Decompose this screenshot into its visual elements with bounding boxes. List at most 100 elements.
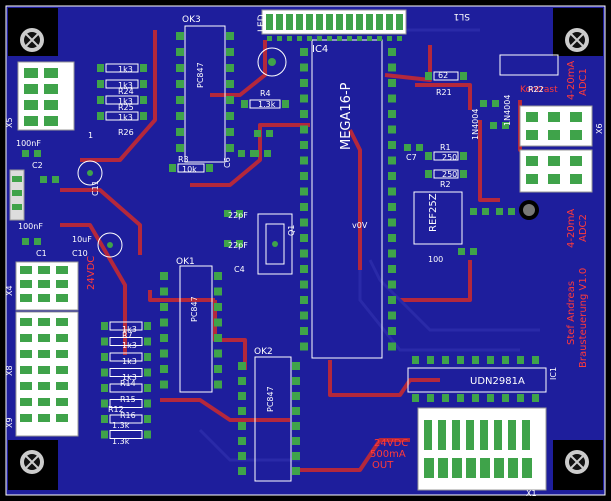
- ok2-pin: [292, 392, 300, 400]
- mcu-pin: [388, 218, 396, 227]
- header-pin: [357, 36, 362, 41]
- resistor-pad: [144, 337, 151, 346]
- r1-label: R1: [440, 143, 451, 152]
- c2-label: C2: [32, 161, 43, 170]
- pin1-label: 1: [88, 131, 93, 140]
- bottom-layer-traces: [198, 28, 540, 462]
- c100-label: 100: [428, 255, 443, 264]
- resistor-r21: [433, 71, 459, 81]
- c100nf-label-2: 100nF: [18, 222, 43, 231]
- diode-label-1: 1N4004: [471, 109, 480, 140]
- mounting-hole-tr: [565, 28, 589, 52]
- terminal-block-adc2[interactable]: [519, 149, 593, 193]
- mcu-pin: [388, 187, 396, 196]
- terminal-block-x1[interactable]: [417, 407, 547, 491]
- mcu-pin: [300, 234, 308, 242]
- mcu-pin: [388, 110, 396, 118]
- resistor-pad: [425, 152, 432, 160]
- ok3-pin: [176, 64, 184, 72]
- mcu-pin: [300, 203, 308, 211]
- res-label-9: 1.3k: [112, 421, 130, 430]
- r15-label: R15: [120, 395, 136, 404]
- ok1-pin: [160, 334, 168, 342]
- cap-pad: [490, 122, 497, 129]
- resistor-pad: [144, 384, 151, 392]
- ok2-pin: [292, 407, 300, 415]
- ic1-pin: [457, 394, 464, 402]
- power-connector[interactable]: [9, 169, 25, 221]
- ic1-pin: [412, 394, 419, 402]
- resistor-pad: [169, 164, 176, 172]
- adc2-line1: 4-20mA: [566, 209, 577, 248]
- ic1-pin: [487, 394, 494, 402]
- terminal-block-adc1[interactable]: [519, 105, 593, 147]
- terminal-block-x4[interactable]: [15, 261, 79, 311]
- resistor-pad: [140, 80, 147, 88]
- ok1-pin: [214, 349, 222, 358]
- ok2-pin: [238, 392, 246, 400]
- ok3-pin: [176, 128, 184, 136]
- terminal-block-x8-x9[interactable]: [15, 311, 79, 437]
- terminal-block-x5[interactable]: [17, 61, 75, 131]
- cap-pad: [266, 130, 273, 137]
- r2-label: R2: [440, 180, 451, 189]
- kontrast-pot[interactable]: [499, 54, 559, 76]
- mcu-pin: [300, 218, 308, 227]
- resistor-r3: [177, 163, 205, 173]
- ok3-pin: [226, 32, 234, 40]
- r4-value-label: 1.3k: [258, 100, 276, 109]
- ref25z-outline: [413, 191, 463, 245]
- r3-label: R3: [178, 155, 189, 164]
- resistor-bank: [109, 368, 143, 377]
- mcu-pin: [388, 156, 396, 165]
- cap-pad: [458, 248, 465, 255]
- c10uf-label: 10uF: [72, 235, 92, 244]
- ic1-pin: [427, 394, 434, 402]
- led-label: LED: [257, 14, 267, 32]
- resistor-pad: [101, 353, 108, 361]
- mcu-pin: [388, 296, 396, 304]
- ok2-pin: [238, 452, 246, 460]
- header-pin: [387, 36, 392, 41]
- ic1-pin: [502, 356, 509, 364]
- mcu-pin: [388, 125, 396, 134]
- capacitor-led-bottom: [257, 47, 287, 77]
- adc1-line2: ADC1: [578, 68, 589, 96]
- r7-label: R7: [122, 331, 133, 340]
- resistor-r2x: [105, 79, 139, 89]
- mounting-hole-tl: [20, 28, 44, 52]
- c7-label: C7: [406, 153, 417, 162]
- mcu-pin: [388, 249, 396, 258]
- cap-pad: [416, 144, 423, 151]
- adc1-line1: 4-20mA: [566, 61, 577, 100]
- ok1-pin: [160, 287, 168, 296]
- capacitor-c10: [97, 232, 123, 258]
- resistor-pad: [282, 100, 289, 108]
- header-pin: [287, 36, 292, 41]
- c100nf-label-1: 100nF: [16, 139, 41, 148]
- mcu-pin: [388, 327, 396, 335]
- ok2-pin: [238, 467, 246, 475]
- ok3-pin: [226, 112, 234, 120]
- ok2-pin: [292, 437, 300, 445]
- ok3-pin: [176, 48, 184, 56]
- driver-name-label: UDN2981A: [470, 376, 525, 387]
- resistor-pad: [144, 430, 151, 439]
- r16-label: R16: [120, 411, 136, 420]
- c10-label: C10: [72, 249, 88, 258]
- mcu-pin: [300, 156, 308, 165]
- resistor-pad: [97, 112, 104, 120]
- cap-pad: [22, 238, 29, 245]
- mcu-ref-label: IC4: [312, 44, 328, 55]
- r25-label: R25: [118, 103, 134, 112]
- c4-label: C4: [234, 265, 245, 274]
- cap-pad: [492, 100, 499, 107]
- ic1-pin: [517, 356, 524, 364]
- header-sl1[interactable]: [261, 9, 407, 35]
- ok1-pin: [214, 272, 222, 280]
- ok2-pin: [238, 362, 246, 370]
- generated-pads: [22, 32, 539, 475]
- resistor-pad: [97, 64, 104, 72]
- resistor-r2x: [105, 95, 139, 105]
